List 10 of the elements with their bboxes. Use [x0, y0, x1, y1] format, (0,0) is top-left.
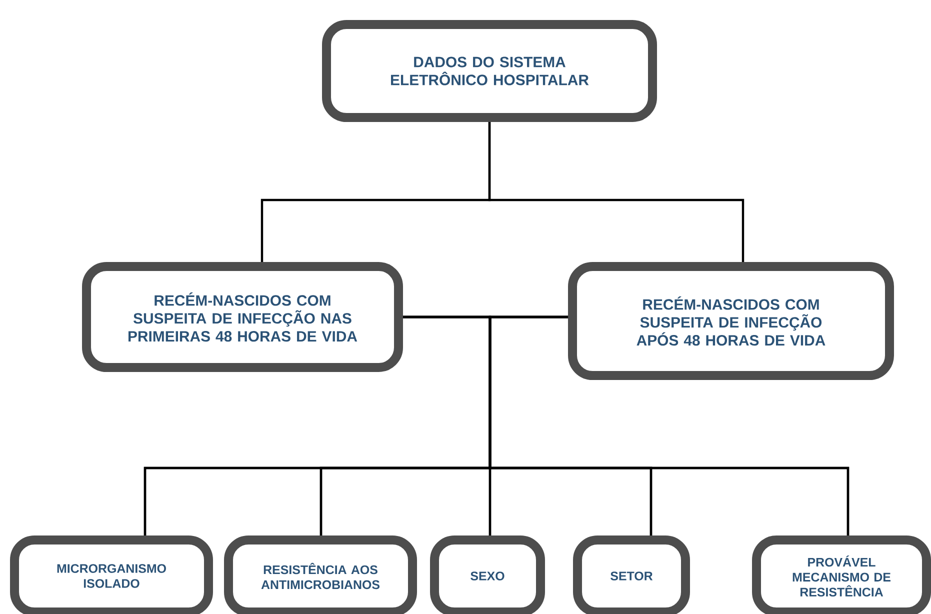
process-box: DADOS DO SISTEMA ELETRÔNICO HOSPITALAR [322, 20, 657, 122]
process-box: SEXO [430, 536, 545, 614]
process-box: MICRORGANISMO ISOLADO [10, 536, 213, 614]
process-box: PROVÁVEL MECANISMO DE RESISTÊNCIA [752, 536, 931, 614]
process-box: RESISTÊNCIA AOS ANTIMICROBIANOS [224, 536, 417, 614]
connector-line [488, 316, 850, 536]
connector-line [488, 122, 744, 262]
process-box: RECÉM-NASCIDOS COM SUSPEITA DE INFECÇÃO APÓS 48 HORAS DE VIDA [568, 262, 894, 380]
process-box: SETOR [573, 536, 690, 614]
process-box: RECÉM-NASCIDOS COM SUSPEITA DE INFECÇÃO NAS PRIMEIRAS 48 HORAS DE VIDA [82, 262, 403, 372]
